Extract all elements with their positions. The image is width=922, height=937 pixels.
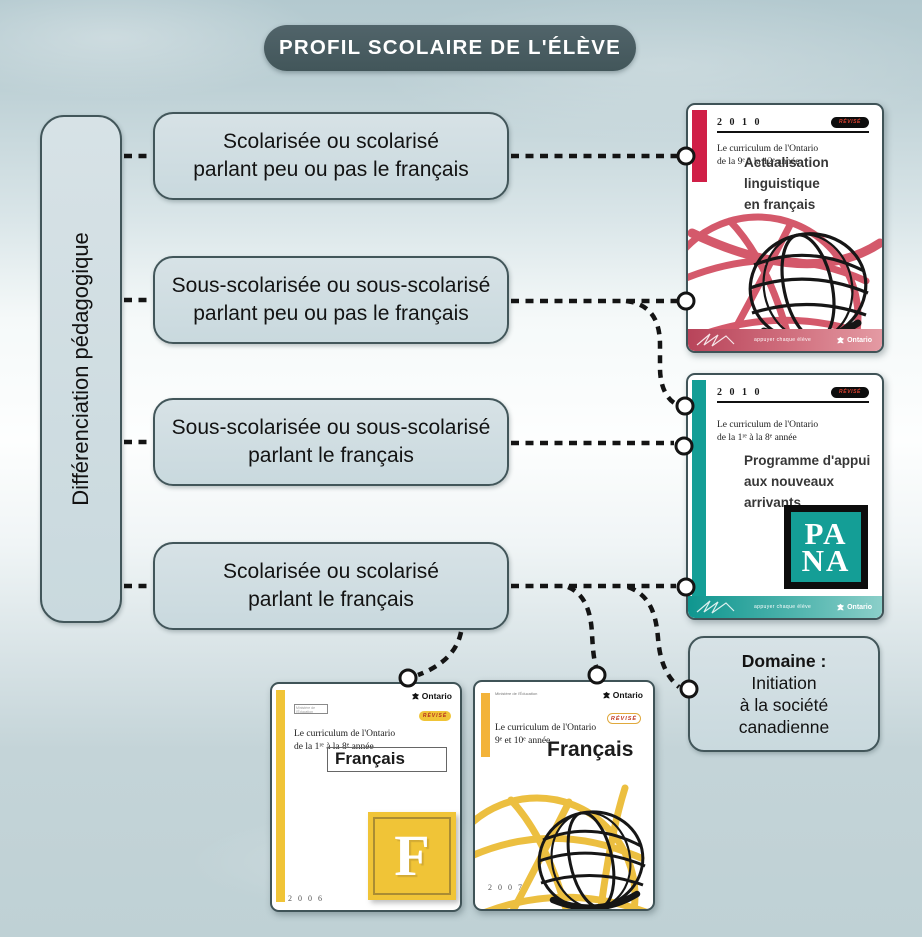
trillium-icon	[602, 691, 610, 698]
f2006-curriculum: Le curriculum de l'Ontario de la 1ʳᵉ à l…	[294, 728, 395, 754]
f2006-year: 2 0 0 6	[288, 894, 324, 903]
pana-year: 2 0 1 0	[717, 387, 762, 398]
f2006-revised-badge: RÉVISÉ	[419, 711, 451, 721]
f2007-ministry-label: Ministère de l'Éducation	[495, 691, 538, 696]
differentiation-label: Différenciation pédagogique	[68, 232, 93, 506]
profile-box-2: Sous-scolarisée ou sous-scolarisé parlan…	[153, 256, 509, 344]
trillium-icon	[837, 603, 844, 610]
pana-logo-line2: NA	[801, 543, 851, 578]
profile-4-line2: parlant le français	[248, 588, 414, 611]
page-title: PROFIL SCOLAIRE DE L'ÉLÈVE	[278, 36, 622, 59]
profile-2-line1: Sous-scolarisée ou sous-scolarisé	[171, 274, 491, 298]
pana-footer-ontario-logo: Ontario	[836, 603, 872, 612]
alf-year: 2 0 1 0	[717, 117, 762, 128]
f2006-title-box: Français	[327, 747, 447, 772]
pana-footer-tagline: appuyer chaque élève	[754, 604, 812, 610]
connector-line	[566, 584, 599, 667]
profile-2-line2: parlant peu ou pas le français	[193, 302, 469, 325]
domaine-line3: canadienne	[738, 717, 830, 738]
f2006-curriculum-line2: de la 1ʳᵉ à la 8ᵉ année	[294, 741, 374, 752]
pana-title-line1: Programme d'appui	[744, 453, 871, 468]
domaine-box: Domaine : Initiation à la société canadi…	[688, 636, 880, 752]
profile-1-line1: Scolarisée ou scolarisé	[223, 130, 439, 154]
f2006-ministry-box: Ministère de l'Éducation	[294, 704, 328, 714]
cover-pana: 2 0 1 0 RÉVISÉ Le curriculum de l'Ontari…	[686, 373, 884, 620]
f2007-ontario-logo: Ontario	[602, 690, 643, 700]
pana-footer-sketch-icon	[696, 600, 735, 614]
f2007-ontario-label: Ontario	[612, 690, 643, 700]
profile-box-4: Scolarisée ou scolarisé parlant le franç…	[153, 542, 509, 630]
f2007-curriculum-line2: 9ᵉ et 10ᵉ année	[495, 735, 551, 746]
cover-actualisation-linguistique: 2 0 1 0 RÉVISÉ Le curriculum de l'Ontari…	[686, 103, 884, 353]
alf-footer-ontario-logo: Ontario	[836, 336, 872, 345]
profile-3-line2: parlant le français	[248, 444, 414, 467]
f2007-revised-label: RÉVISÉ	[610, 715, 638, 722]
f2006-f-letter: F	[394, 823, 430, 888]
pana-footer-band: appuyer chaque élève Ontario	[688, 596, 882, 618]
alf-curriculum-line2: de la 9ᵉ à la 12ᵉ année	[717, 156, 800, 167]
pana-header: 2 0 1 0 RÉVISÉ	[717, 387, 869, 403]
alf-red-stripe	[692, 110, 707, 182]
f2006-curriculum-line1: Le curriculum de l'Ontario	[294, 729, 396, 739]
pana-logo-line1: PA	[804, 515, 848, 551]
alf-header: 2 0 1 0 RÉVISÉ	[717, 117, 869, 133]
trillium-icon	[837, 336, 844, 343]
f2007-yellow-stripe	[481, 693, 490, 757]
f2006-f-logo: F	[368, 812, 456, 900]
alf-footer-band: appuyer chaque élève Ontario	[688, 329, 882, 351]
pana-footer-ontario-label: Ontario	[847, 603, 872, 611]
alf-footer-sketch-icon	[696, 333, 735, 347]
title-banner: PROFIL SCOLAIRE DE L'ÉLÈVE	[264, 25, 636, 71]
connector-line	[627, 584, 681, 689]
alf-title-line2: en français	[744, 196, 816, 212]
trillium-icon	[411, 692, 419, 699]
alf-title: Actualisation linguistique en français	[744, 153, 882, 216]
cover-francais-2007: Ministère de l'Éducation Ontario Le curr…	[473, 680, 655, 911]
f2006-yellow-stripe	[276, 690, 285, 902]
f2006-ontario-label: Ontario	[421, 691, 452, 701]
alf-footer-tagline: appuyer chaque élève	[754, 337, 812, 343]
differentiation-panel: Différenciation pédagogique	[40, 115, 122, 623]
f2006-title: Français	[335, 749, 405, 768]
profile-4-line1: Scolarisée ou scolarisé	[223, 560, 439, 584]
pana-curriculum-line2: de la 1ʳᵉ à la 8ᵉ année	[717, 432, 797, 443]
alf-footer-ontario-label: Ontario	[847, 336, 872, 344]
pana-title: Programme d'appui aux nouveaux arrivants	[744, 451, 882, 514]
alf-title-line1: Actualisation linguistique	[744, 155, 829, 191]
alf-revised-badge: RÉVISÉ	[831, 117, 869, 128]
pana-revised-badge: RÉVISÉ	[831, 387, 869, 398]
connector-line	[417, 631, 464, 678]
profile-3-line1: Sous-scolarisée ou sous-scolarisé	[171, 416, 491, 440]
profile-box-1: Scolarisée ou scolarisé parlant peu ou p…	[153, 112, 509, 200]
f2006-revised-label: RÉVISÉ	[422, 713, 448, 719]
cover-francais-2006: Ontario Ministère de l'Éducation RÉVISÉ …	[270, 682, 462, 912]
profile-box-3: Sous-scolarisée ou sous-scolarisé parlan…	[153, 398, 509, 486]
f2007-title: Français	[547, 738, 634, 761]
alf-curriculum-line1: Le curriculum de l'Ontario	[717, 144, 819, 154]
domaine-line1: Initiation	[751, 672, 817, 693]
f2007-year: 2 0 0 7	[488, 883, 524, 892]
f2006-ministry-label: Ministère de l'Éducation	[296, 706, 316, 714]
f2007-curriculum: Le curriculum de l'Ontario 9ᵉ et 10ᵉ ann…	[495, 722, 596, 748]
alf-curriculum: Le curriculum de l'Ontario de la 9ᵉ à la…	[717, 143, 818, 169]
f2006-ontario-logo: Ontario	[411, 691, 452, 701]
connector-line	[625, 298, 678, 407]
domaine-line2: à la société	[739, 695, 829, 715]
pana-logo: PA NA	[784, 505, 868, 589]
pana-teal-stripe	[692, 380, 706, 600]
pana-curriculum: Le curriculum de l'Ontario de la 1ʳᵉ à l…	[717, 419, 818, 445]
f2007-curriculum-line1: Le curriculum de l'Ontario	[495, 723, 597, 733]
pana-curriculum-line1: Le curriculum de l'Ontario	[717, 420, 819, 430]
f2007-revised-badge: RÉVISÉ	[607, 713, 641, 724]
domaine-title: Domaine :	[741, 650, 827, 671]
profile-1-line2: parlant peu ou pas le français	[193, 158, 469, 181]
f2006-f-logo-inner: F	[373, 817, 451, 895]
